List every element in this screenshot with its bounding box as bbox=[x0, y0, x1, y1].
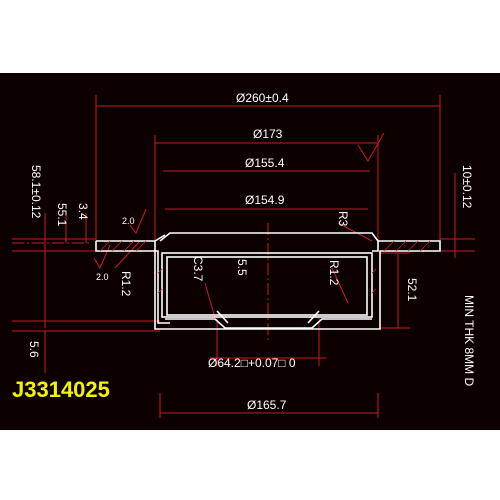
dim-wall: 5.5 bbox=[235, 259, 249, 276]
dim-radius-r12-left: R1.2 bbox=[119, 271, 133, 297]
dim-min-thickness: MIN THK 8MM D bbox=[462, 295, 476, 386]
dim-disc-thickness: 10±0.12 bbox=[460, 165, 474, 209]
dim-offset: 55.1 bbox=[55, 203, 69, 227]
dim-bottom-diameter: Ø165.7 bbox=[247, 398, 287, 412]
dim-bore-outer: Ø155.4 bbox=[245, 156, 285, 170]
brake-disc-cross-section: Ø260±0.4 Ø173 Ø155.4 Ø154.9 Ø64.2□+0.07□… bbox=[12, 91, 476, 418]
section-hatch bbox=[99, 240, 431, 294]
dim-bottom-thickness: 5.6 bbox=[27, 341, 41, 358]
dim-overall-diameter: Ø260±0.4 bbox=[236, 91, 289, 105]
technical-drawing: Ø260±0.4 Ø173 Ø155.4 Ø154.9 Ø64.2□+0.07□… bbox=[0, 73, 500, 430]
surface-finish-lower: 2.0 bbox=[96, 272, 109, 282]
centerline bbox=[12, 223, 269, 343]
dim-radius-r3: R3 bbox=[336, 211, 350, 227]
dim-radius-r12-right: R1.2 bbox=[327, 260, 341, 286]
dim-chamfer: C3.7 bbox=[191, 256, 205, 282]
dim-bore-inner: Ø154.9 bbox=[245, 193, 285, 207]
surface-finish-left: 2.0 bbox=[122, 216, 135, 226]
dimension-lines bbox=[12, 95, 475, 418]
part-code: J3314025 bbox=[12, 377, 110, 402]
dim-total-height: 58.1±0.12 bbox=[29, 165, 43, 219]
dim-hub-hole: Ø64.2□+0.07□ 0 bbox=[208, 356, 296, 370]
dim-hat-height: 52.1 bbox=[405, 278, 419, 302]
dim-hat-diameter: Ø173 bbox=[253, 127, 283, 141]
part-outline bbox=[95, 232, 441, 330]
dim-step: 3.4 bbox=[76, 203, 90, 220]
